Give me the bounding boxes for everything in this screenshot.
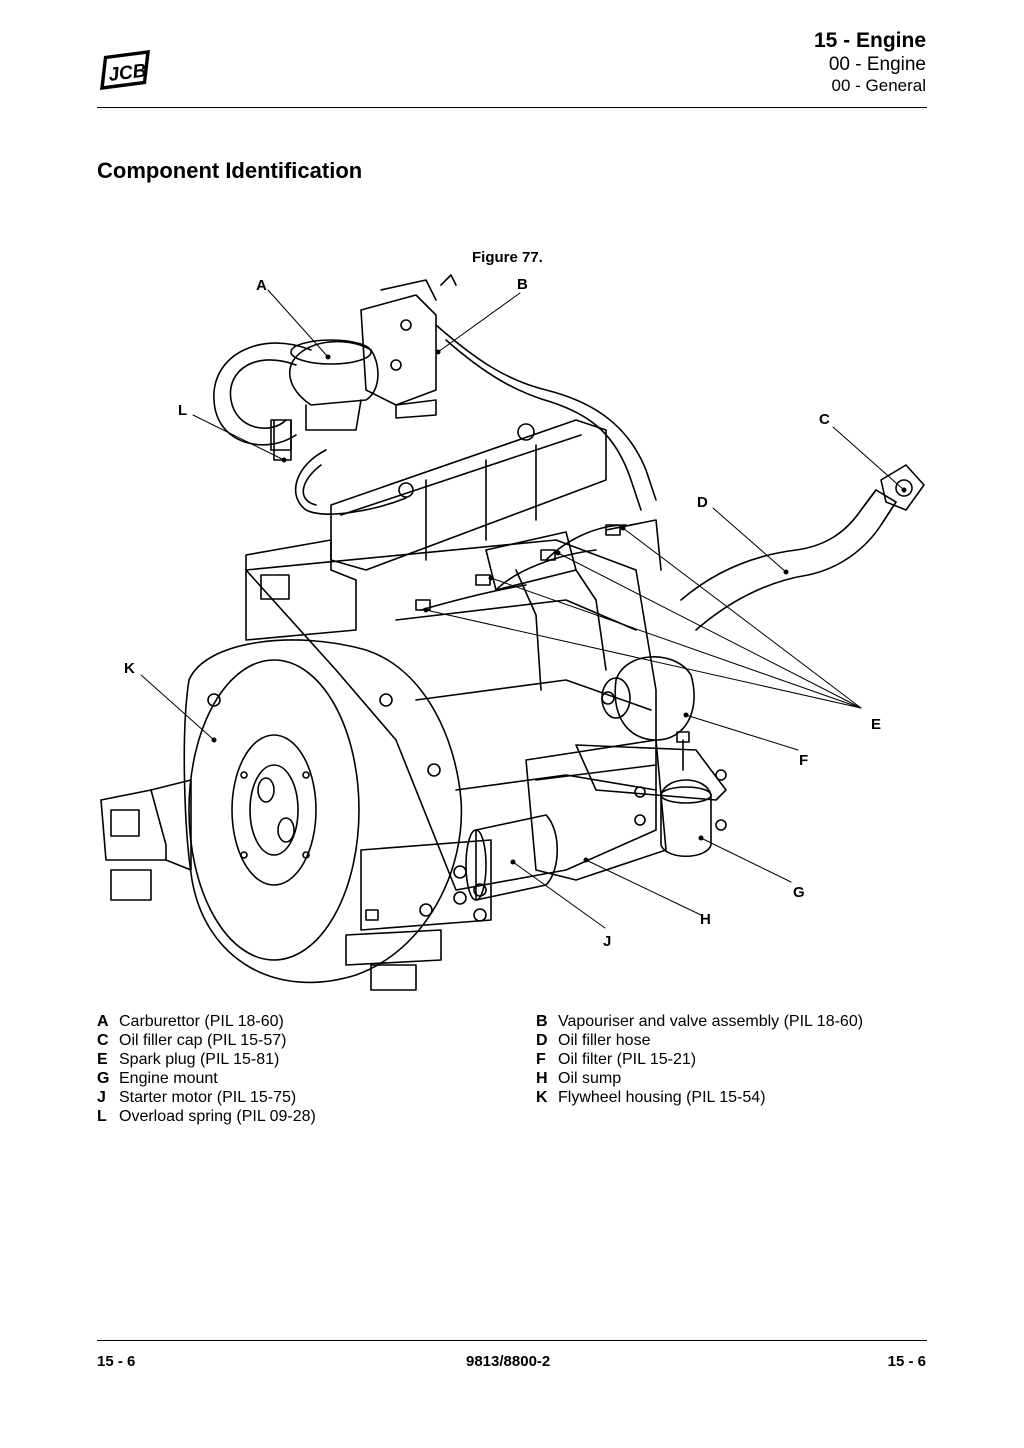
legend-item: F Oil filter (PIL 15-21) <box>536 1050 863 1069</box>
legend-text: Oil sump <box>558 1070 622 1087</box>
legend-item: L Overload spring (PIL 09-28) <box>97 1107 316 1126</box>
callout-c: C <box>819 411 830 428</box>
oil-filler-hose <box>680 489 877 601</box>
legend-key: B <box>536 1013 548 1030</box>
oil-sump <box>525 739 667 881</box>
legend-item: K Flywheel housing (PIL 15-54) <box>536 1088 863 1107</box>
legend-key: E <box>97 1051 108 1068</box>
legend-text: Oil filter (PIL 15-21) <box>558 1051 697 1068</box>
vapouriser <box>360 294 437 406</box>
engine-figure: A B C D E F G H J K L <box>100 274 925 991</box>
rocker-cover <box>330 419 607 571</box>
top-hose <box>229 359 297 429</box>
footer-rule <box>97 1340 927 1341</box>
legend-text: Oil filler hose <box>558 1032 651 1049</box>
starter-motor <box>475 814 559 901</box>
leader-lines <box>140 289 905 929</box>
legend-text: Flywheel housing (PIL 15-54) <box>558 1089 766 1106</box>
footer-page-left: 15 - 6 <box>97 1353 136 1370</box>
legend-item: E Spark plug (PIL 15-81) <box>97 1050 316 1069</box>
legend-text: Overload spring (PIL 09-28) <box>119 1108 316 1125</box>
oil-filter <box>614 656 695 741</box>
engine-mount <box>575 744 727 801</box>
subsection-title: 00 - Engine <box>828 54 926 75</box>
footer-doc-number: 9813/8800-2 <box>466 1353 551 1370</box>
legend-key: D <box>536 1032 548 1049</box>
page-title: Component Identification <box>97 158 363 183</box>
mount-rubber <box>660 779 712 857</box>
legend-key: J <box>97 1089 106 1106</box>
legend-item: G Engine mount <box>97 1069 316 1088</box>
callout-h: H <box>700 911 711 928</box>
legend-item: D Oil filler hose <box>536 1031 863 1050</box>
callout-d: D <box>697 494 708 511</box>
figure-caption: Figure 77. <box>472 249 543 266</box>
legend-key: G <box>97 1070 110 1087</box>
legend-key: F <box>536 1051 546 1068</box>
svg-text:JCB: JCB <box>107 60 148 86</box>
footer-page-right: 15 - 6 <box>887 1353 926 1370</box>
callout-l: L <box>178 402 187 419</box>
callout-a: A <box>256 277 267 294</box>
carburettor <box>289 340 379 406</box>
callout-j: J <box>603 933 611 950</box>
legend-item: J Starter motor (PIL 15-75) <box>97 1088 316 1107</box>
legend-key: A <box>97 1013 109 1030</box>
legend-key: L <box>97 1108 107 1125</box>
callout-b: B <box>517 276 528 293</box>
page-header: 15 - Engine 00 - Engine 00 - General <box>814 28 926 96</box>
legend-text: Oil filler cap (PIL 15-57) <box>119 1032 287 1049</box>
legend-item: B Vapouriser and valve assembly (PIL 18-6… <box>536 1012 863 1031</box>
callout-f: F <box>799 752 808 769</box>
callout-g: G <box>793 884 805 901</box>
callout-k: K <box>124 660 135 677</box>
jcb-logo: JCB <box>100 50 150 90</box>
legend-text: Vapouriser and valve assembly (PIL 18-60… <box>558 1013 864 1030</box>
legend-text: Spark plug (PIL 15-81) <box>119 1051 280 1068</box>
legend-key: C <box>97 1032 109 1049</box>
header-rule <box>97 107 927 108</box>
oil-filler-cap <box>880 464 925 511</box>
legend-item: A Carburettor (PIL 18-60) <box>97 1012 316 1031</box>
flywheel-housing <box>183 639 463 984</box>
flywheel-face <box>188 659 360 961</box>
legend-text: Engine mount <box>119 1070 218 1087</box>
legend-text: Starter motor (PIL 15-75) <box>119 1089 297 1106</box>
legend-key: H <box>536 1070 548 1087</box>
callout-e: E <box>871 716 881 733</box>
legend-text: Carburettor (PIL 18-60) <box>119 1013 284 1030</box>
topic-title: 00 - General <box>831 76 927 95</box>
section-title: 15 - Engine <box>813 29 926 52</box>
engine-block <box>245 539 657 891</box>
legend-left: A Carburettor (PIL 18-60) C Oil filler cap… <box>97 1012 316 1126</box>
legend-item: C Oil filler cap (PIL 15-57) <box>97 1031 316 1050</box>
legend-key: K <box>536 1089 548 1106</box>
legend-right: B Vapouriser and valve assembly (PIL 18-6… <box>536 1012 863 1107</box>
legend-item: H Oil sump <box>536 1069 863 1088</box>
